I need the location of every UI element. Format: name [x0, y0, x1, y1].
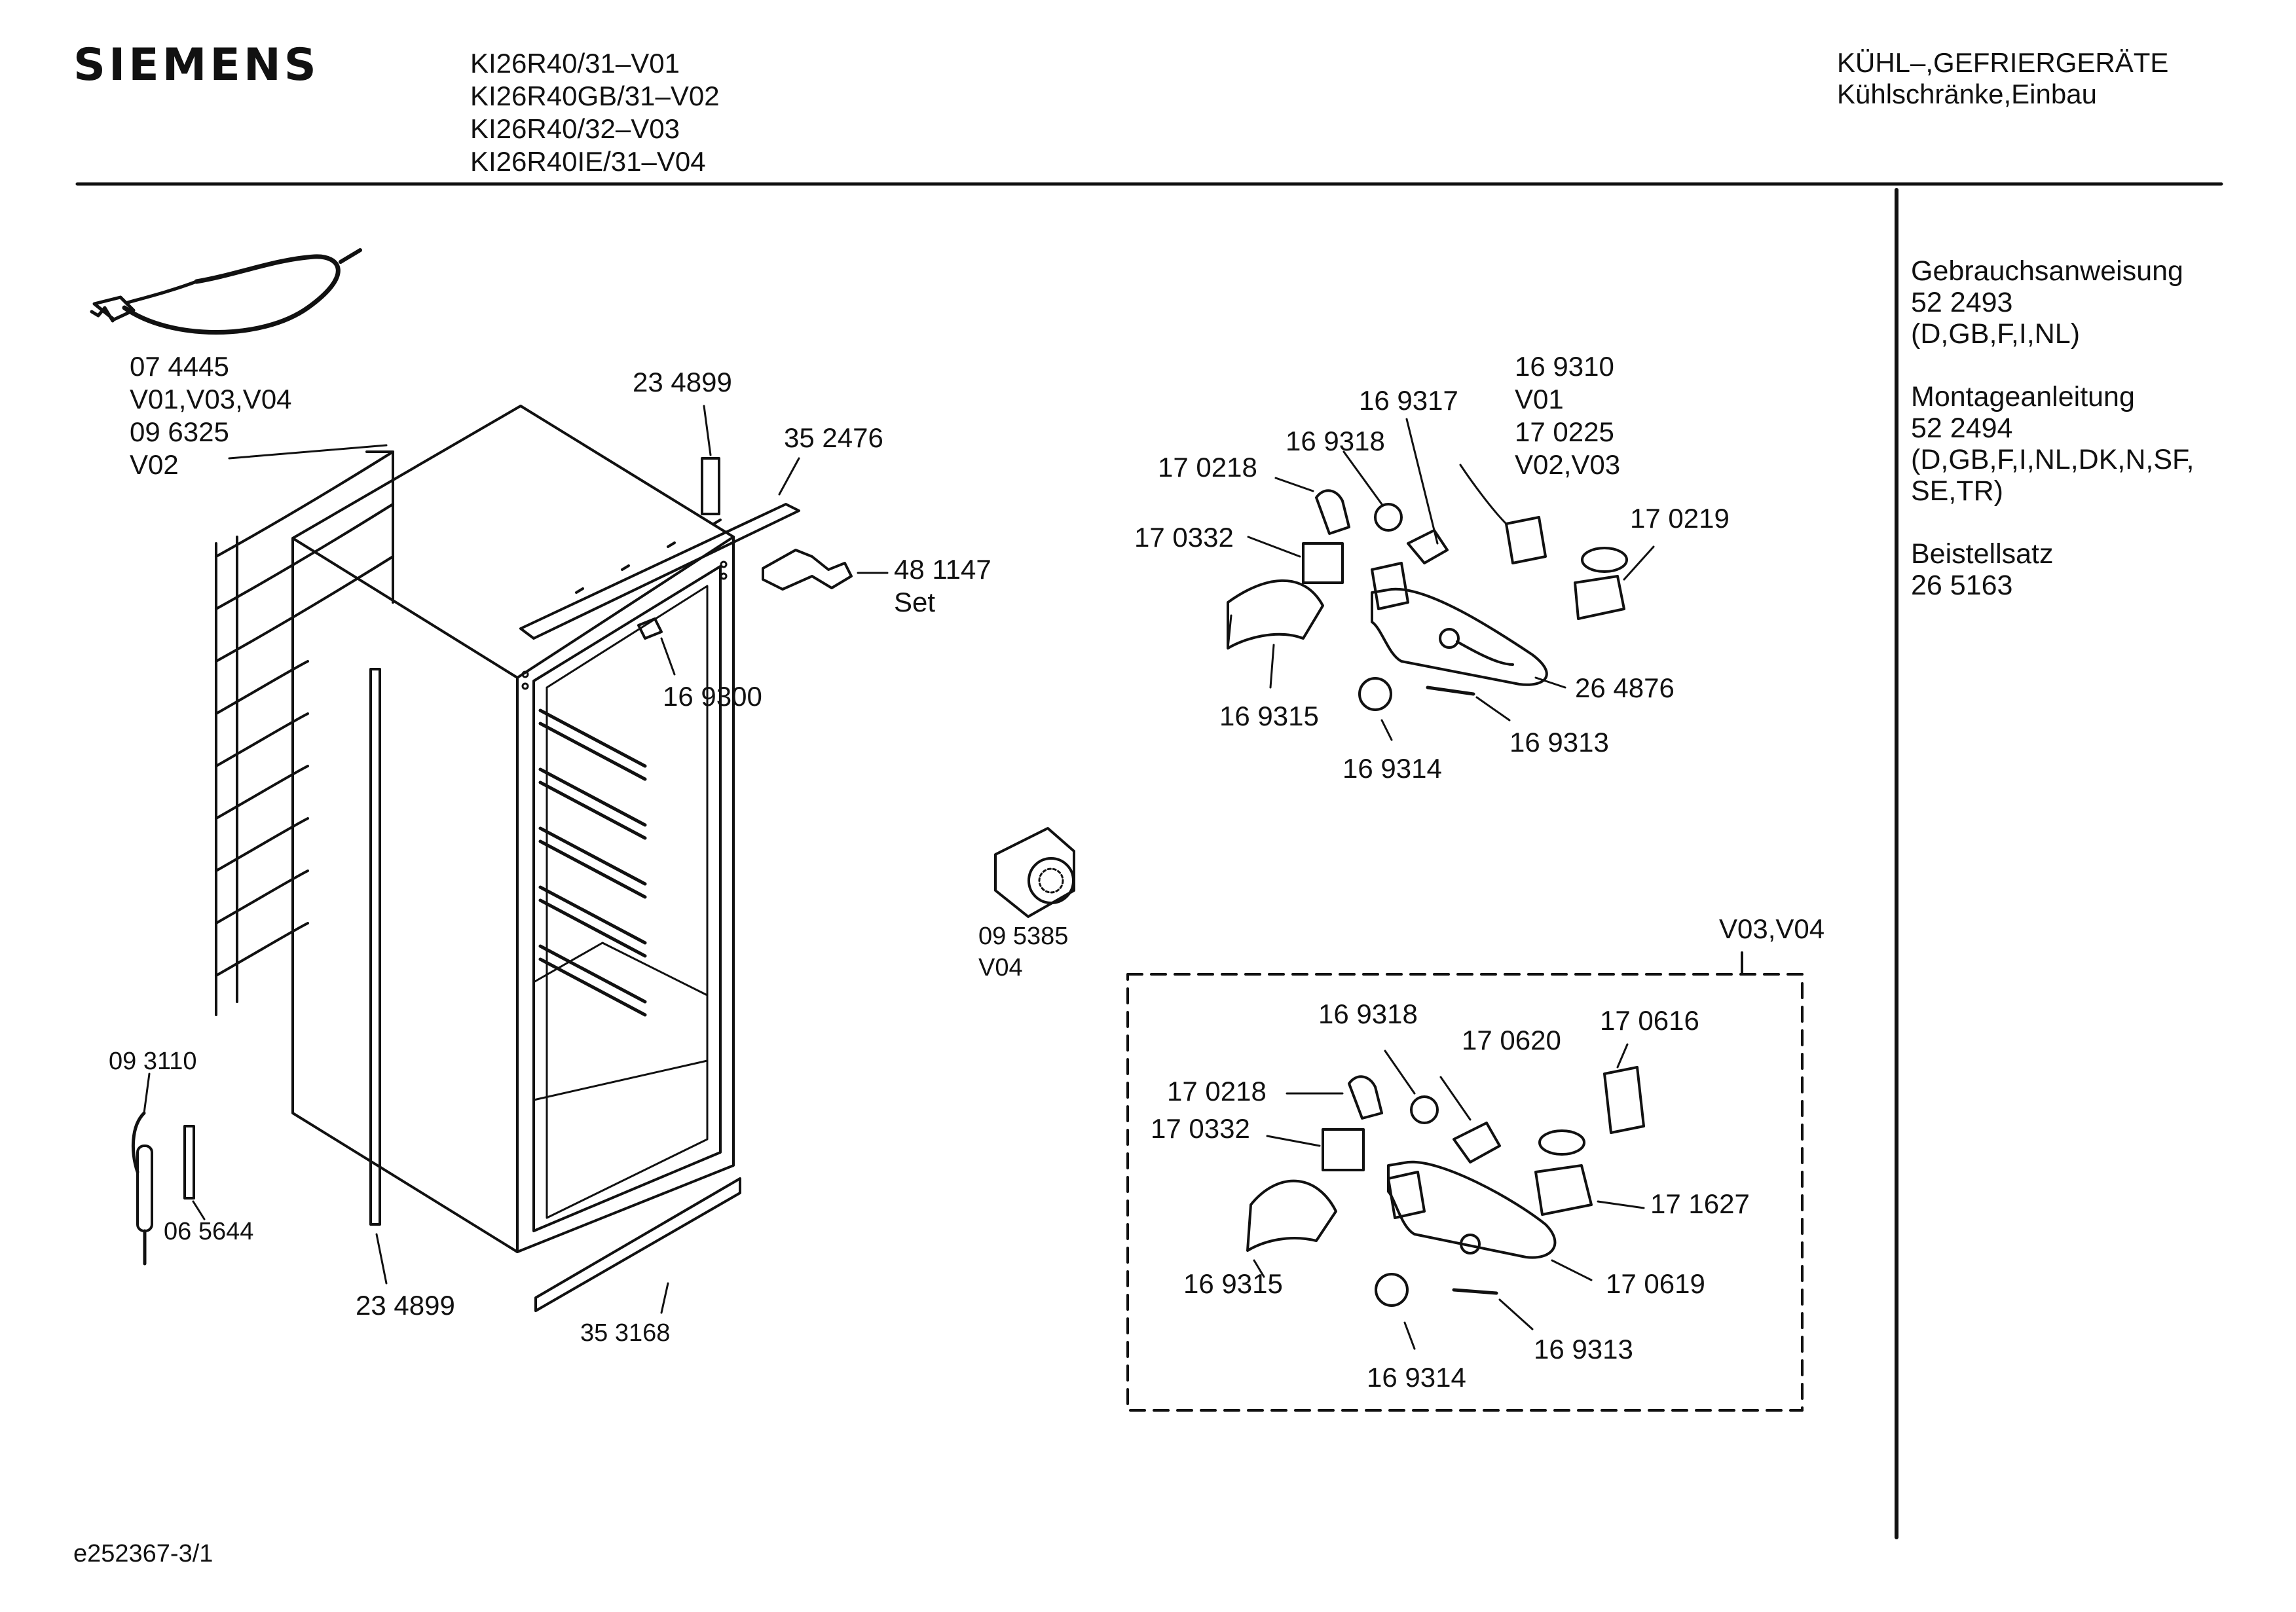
- label-169315: 16 9315: [1219, 701, 1319, 731]
- doc-languages: (D,GB,F,I,NL,DK,N,SF,: [1911, 444, 2194, 475]
- label-169313: 16 9313: [1509, 727, 1609, 758]
- model-item: KI26R40IE/31–V04: [470, 146, 706, 177]
- label-170219: 17 0219: [1630, 503, 1730, 534]
- label-170620: 17 0620: [1462, 1025, 1561, 1055]
- model-list: KI26R40/31–V01 KI26R40GB/31–V02 KI26R40/…: [470, 47, 720, 178]
- doc-languages: (D,GB,F,I,NL): [1911, 318, 2081, 350]
- sensor-drawing: [131, 1111, 195, 1266]
- documents-panel: Gebrauchsanweisung 52 2493 (D,GB,F,I,NL)…: [1911, 255, 2194, 632]
- variant: V04: [978, 954, 1023, 981]
- seal-strip-drawing: [369, 668, 381, 1226]
- label-variant-v03-v04: V03,V04: [1719, 913, 1825, 944]
- label-170332-lower: 17 0332: [1151, 1113, 1250, 1144]
- bracket-drawing: [701, 457, 720, 515]
- label-353168: 35 3168: [580, 1319, 671, 1347]
- part-number: 07 4445: [130, 351, 229, 382]
- label-169318: 16 9318: [1286, 426, 1385, 456]
- label-171627: 17 1627: [1650, 1188, 1750, 1219]
- category-heading: KÜHL–,GEFRIERGERÄTE Kühlschränke,Einbau: [1837, 47, 2168, 110]
- category-line: KÜHL–,GEFRIERGERÄTE: [1837, 47, 2169, 78]
- label-170616: 17 0616: [1600, 1005, 1699, 1036]
- label-169300: 16 9300: [663, 681, 762, 712]
- label-169310: 16 9310 V01 17 0225 V02,V03: [1515, 350, 1620, 481]
- variant: Set: [894, 587, 936, 617]
- label-095385: 09 5385 V04: [978, 921, 1068, 983]
- variant-box: [1126, 973, 1804, 1412]
- leader-lines: [143, 405, 1655, 1350]
- model-item: KI26R40/32–V03: [470, 113, 680, 144]
- doc-title: Montageanleitung: [1911, 381, 2135, 412]
- doc-number: 52 2493: [1911, 287, 2013, 318]
- condenser-drawing: [215, 444, 394, 1016]
- doc-number: 26 5163: [1911, 570, 2013, 601]
- doc-number: 52 2494: [1911, 412, 2013, 444]
- label-169315-lower: 16 9315: [1183, 1268, 1283, 1299]
- label-169317: 16 9317: [1359, 385, 1458, 416]
- label-170619: 17 0619: [1606, 1268, 1705, 1299]
- label-352476: 35 2476: [784, 422, 883, 453]
- label-093110: 09 3110: [109, 1048, 197, 1075]
- label-234899-top: 23 4899: [633, 367, 732, 397]
- label-065644: 06 5644: [164, 1218, 254, 1245]
- brand-logo: SIEMENS: [73, 39, 320, 91]
- drawing-reference: e252367-3/1: [73, 1540, 213, 1567]
- fridge-cabinet-drawing: [291, 405, 800, 1253]
- variant: V01,V03,V04: [130, 384, 292, 414]
- floor-strip-drawing: [534, 1177, 741, 1312]
- doc-title: Beistellsatz: [1911, 538, 2054, 570]
- label-cable: 07 4445 V01,V03,V04 09 6325 V02: [130, 350, 292, 481]
- part-number: 09 5385: [978, 923, 1069, 950]
- power-cable-drawing: [90, 248, 362, 335]
- label-234899-bottom: 23 4899: [356, 1290, 455, 1321]
- label-170218: 17 0218: [1158, 452, 1257, 483]
- part-number: 48 1147: [894, 554, 991, 585]
- screw-drawing: [637, 617, 663, 640]
- category-subline: Kühlschränke,Einbau: [1837, 79, 2097, 109]
- doc-kit: Beistellsatz 26 5163: [1911, 538, 2194, 601]
- fan-drawing: [994, 827, 1075, 918]
- part-number: 16 9310: [1515, 351, 1614, 382]
- label-170332: 17 0332: [1134, 522, 1234, 553]
- part-number: 09 6325: [130, 416, 229, 447]
- doc-languages: SE,TR): [1911, 475, 2003, 507]
- doc-mounting: Montageanleitung 52 2494 (D,GB,F,I,NL,DK…: [1911, 381, 2194, 507]
- label-169314: 16 9314: [1342, 753, 1442, 784]
- label-169318-lower: 16 9318: [1318, 998, 1418, 1029]
- variant: V01: [1515, 384, 1564, 414]
- label-169313-lower: 16 9313: [1534, 1334, 1633, 1365]
- label-481147: 48 1147 Set: [894, 553, 991, 619]
- hinge-set-drawing: [762, 549, 853, 591]
- label-264876: 26 4876: [1575, 672, 1675, 703]
- doc-title: Gebrauchsanweisung: [1911, 255, 2183, 287]
- model-item: KI26R40GB/31–V02: [470, 81, 720, 111]
- doc-manual: Gebrauchsanweisung 52 2493 (D,GB,F,I,NL): [1911, 255, 2194, 350]
- part-number: 17 0225: [1515, 416, 1614, 447]
- lamp-assembly-lower-drawing: [1246, 1066, 1645, 1307]
- lamp-assembly-upper-drawing: [1227, 464, 1628, 711]
- label-169314-lower: 16 9314: [1367, 1362, 1466, 1393]
- variant: V02: [130, 449, 179, 480]
- label-170218-lower: 17 0218: [1167, 1076, 1267, 1107]
- model-item: KI26R40/31–V01: [470, 48, 680, 79]
- variant: V02,V03: [1515, 449, 1621, 480]
